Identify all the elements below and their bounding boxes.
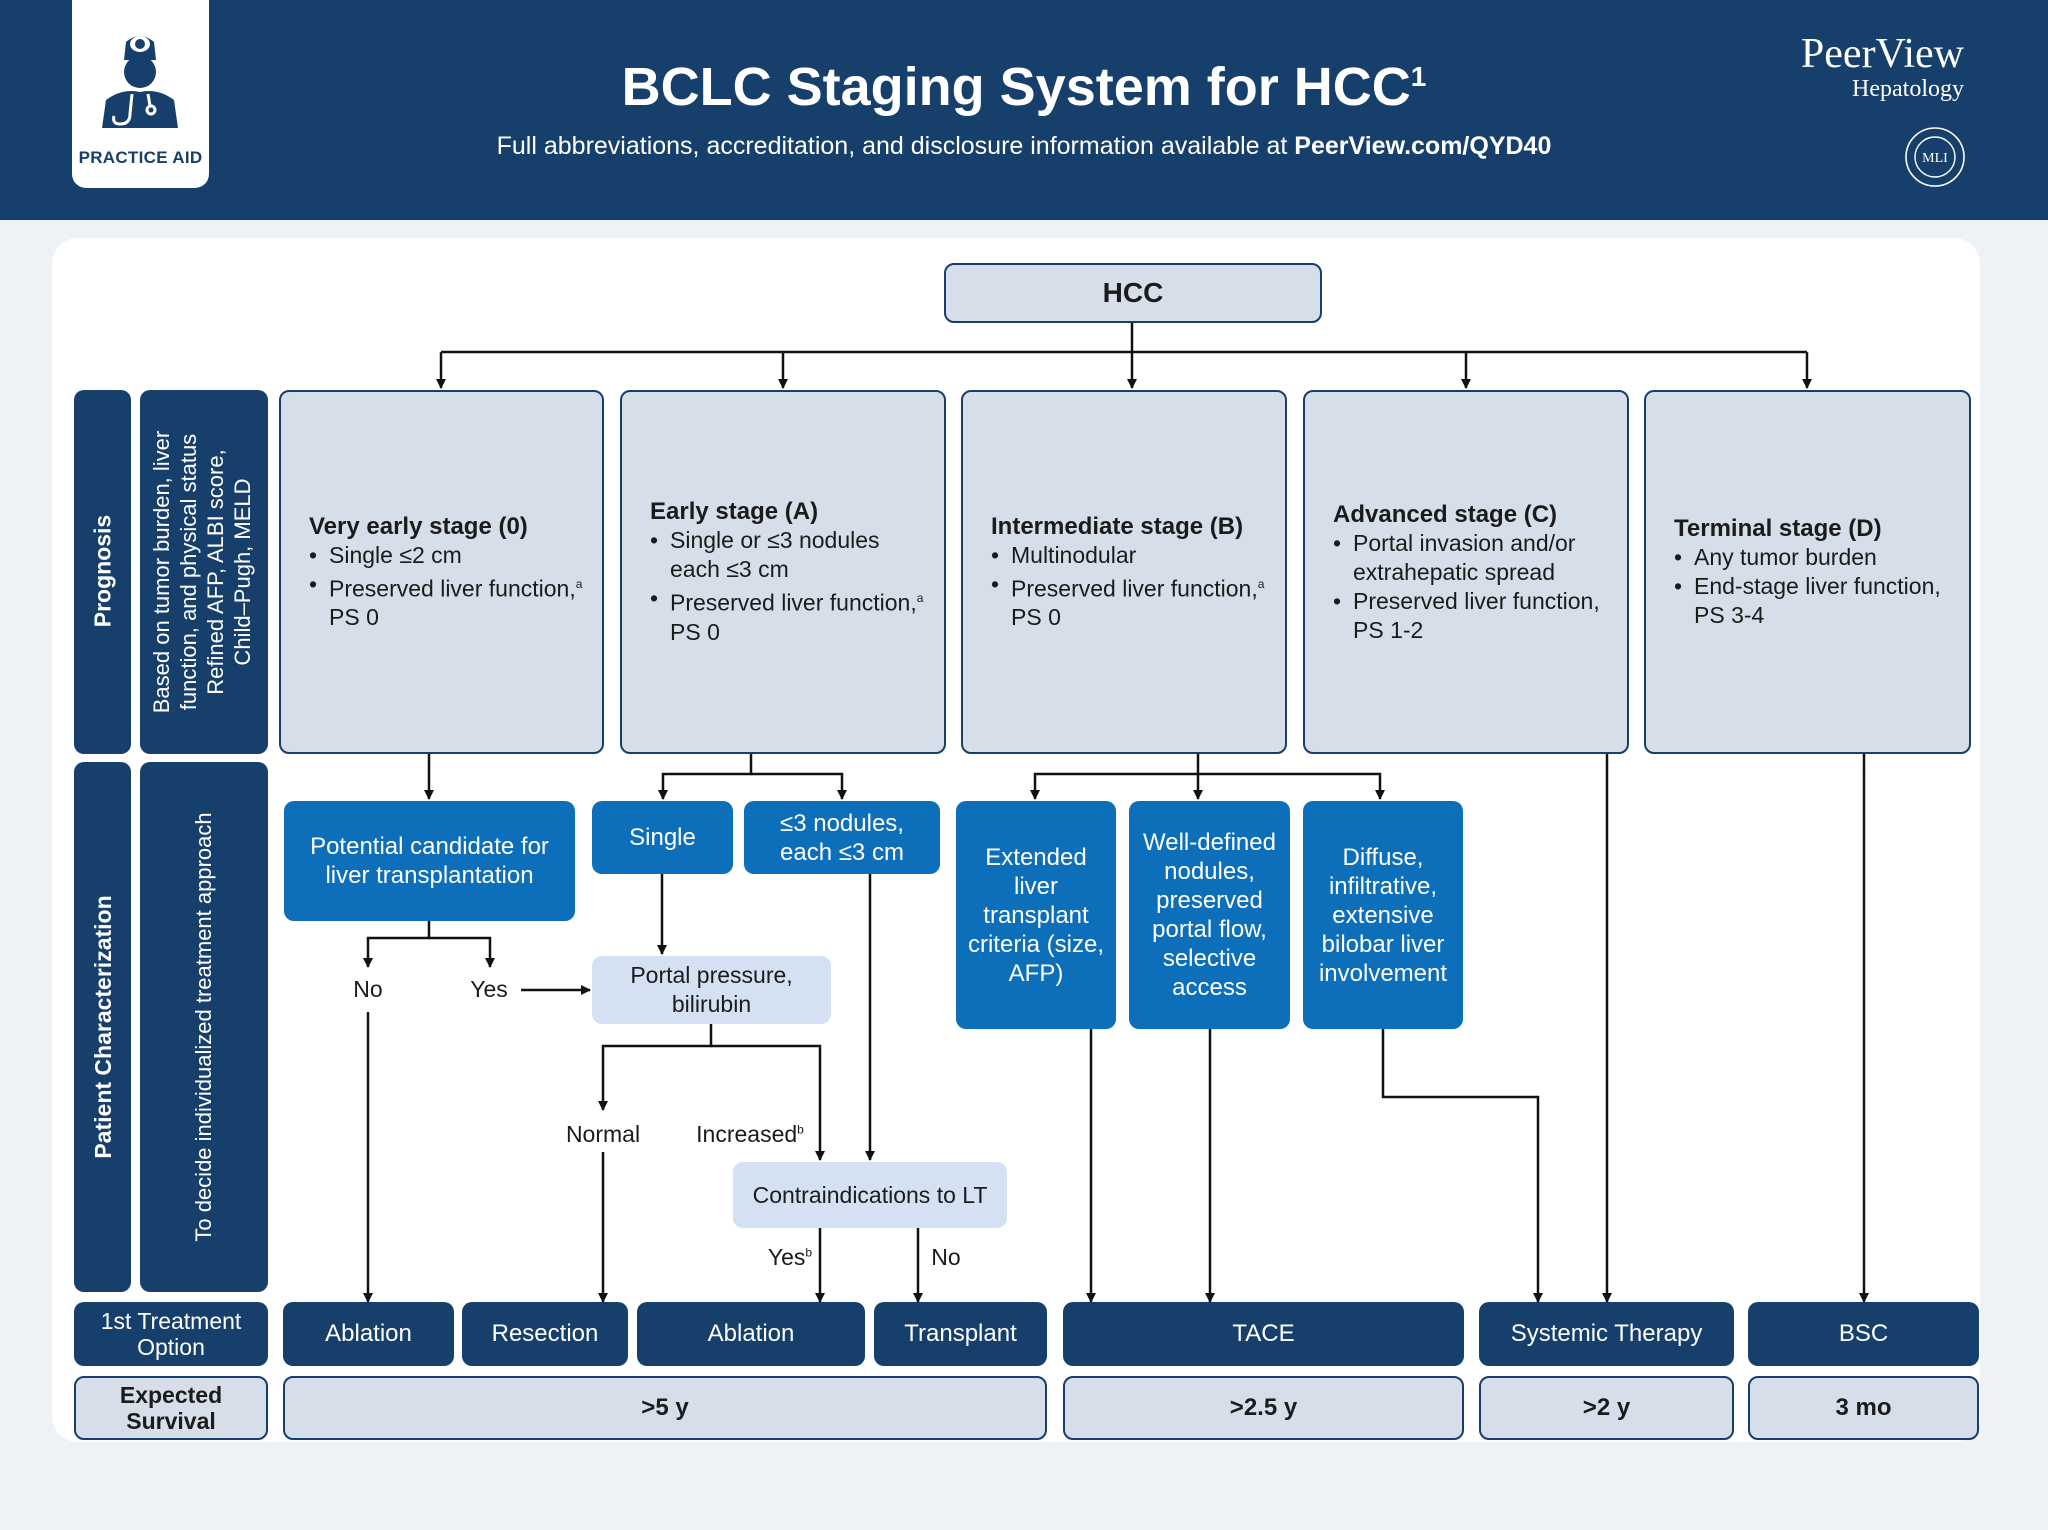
treatment-ablation: Ablation — [637, 1302, 865, 1366]
stage-c-item: Portal invasion and/or extrahepatic spre… — [1333, 529, 1613, 587]
treatment-transplant: Transplant — [874, 1302, 1047, 1366]
node-contraindications: Contraindications to LT — [733, 1162, 1007, 1228]
prognosis-desc: Based on tumor burden, liver function, a… — [149, 430, 255, 714]
mli-seal-icon: MLI — [1905, 127, 1965, 187]
treatment-resection: Resection — [462, 1302, 628, 1366]
label-contra-yes: Yesb — [767, 1244, 813, 1270]
stage-box-advanced: Advanced stage (C) Portal invasion and/o… — [1303, 390, 1629, 754]
characterization-desc-bar: To decide individualized treatment appro… — [140, 762, 268, 1292]
subtitle-link[interactable]: PeerView.com/QYD40 — [1294, 132, 1552, 160]
doctor-icon — [102, 36, 178, 128]
survival-curative: >5 y — [283, 1376, 1047, 1440]
root-node-hcc: HCC — [944, 263, 1322, 323]
prognosis-label: Prognosis — [89, 514, 116, 628]
stage-box-intermediate: Intermediate stage (B) Multinodular Pres… — [961, 390, 1287, 754]
prognosis-label-bar: Prognosis — [74, 390, 131, 754]
stage-d-item: Any tumor burden — [1674, 543, 1955, 572]
stage-box-terminal: Terminal stage (D) Any tumor burden End-… — [1644, 390, 1971, 754]
stage-b-item: Multinodular — [991, 541, 1271, 570]
treatment-bsc: BSC — [1748, 1302, 1979, 1366]
node-transplant-candidate: Potential candidate for liver transplant… — [284, 801, 575, 921]
node-diffuse: Diffuse, infiltrative, extensive bilobar… — [1303, 801, 1463, 1029]
treatment-systemic-therapy: Systemic Therapy — [1479, 1302, 1734, 1366]
survival-bsc: 3 mo — [1748, 1376, 1979, 1440]
page-subtitle: Full abbreviations, accreditation, and d… — [496, 132, 1552, 160]
prognosis-desc-bar: Based on tumor burden, liver function, a… — [140, 390, 268, 754]
survival-systemic: >2 y — [1479, 1376, 1734, 1440]
characterization-label: Patient Characterization — [90, 895, 116, 1159]
stage-d-item: End-stage liver function, PS 3-4 — [1674, 572, 1955, 630]
node-well-defined: Well-defined nodules, preserved portal f… — [1129, 801, 1290, 1029]
stage-a-item: Single or ≤3 nodules each ≤3 cm — [650, 526, 930, 584]
header-banner: PRACTICE AID BCLC Staging System for HCC… — [0, 0, 2048, 220]
brand-logo: PeerView Hepatology — [1800, 31, 1964, 102]
stage-box-very-early: Very early stage (0) Single ≤2 cm Preser… — [279, 390, 604, 754]
node-portal-pressure: Portal pressure, bilirubin — [592, 956, 831, 1024]
treatment-ablation: Ablation — [283, 1302, 454, 1366]
expected-survival-label: Expected Survival — [74, 1376, 268, 1440]
practice-aid-badge: PRACTICE AID — [72, 0, 209, 188]
stage-0-item: Single ≤2 cm — [309, 541, 588, 570]
label-yes: Yes — [470, 976, 508, 1002]
treatment-tace: TACE — [1063, 1302, 1464, 1366]
label-normal: Normal — [565, 1121, 641, 1147]
node-extended-criteria: Extended liver transplant criteria (size… — [956, 801, 1116, 1029]
stage-c-item: Preserved liver function, PS 1-2 — [1333, 587, 1613, 645]
survival-tace: >2.5 y — [1063, 1376, 1464, 1440]
stage-box-early: Early stage (A) Single or ≤3 nodules eac… — [620, 390, 946, 754]
characterization-desc: To decide individualized treatment appro… — [191, 812, 216, 1242]
page-title: BCLC Staging System for HCC1 — [621, 57, 1427, 117]
characterization-label-bar: Patient Characterization — [74, 762, 131, 1292]
badge-label: PRACTICE AID — [78, 148, 203, 167]
svg-text:MLI: MLI — [1922, 151, 1948, 166]
node-single: Single — [592, 801, 733, 874]
stage-b-item: Preserved liver function,aPS 0 — [991, 570, 1271, 633]
label-no: No — [353, 976, 383, 1002]
stage-0-item: Preserved liver function,aPS 0 — [309, 570, 588, 633]
first-treatment-label: 1st Treatment Option — [74, 1302, 268, 1366]
node-three-nodules: ≤3 nodules, each ≤3 cm — [744, 801, 940, 874]
stage-a-item: Preserved liver function,aPS 0 — [650, 584, 930, 647]
label-increased: Increasedb — [696, 1121, 804, 1147]
label-contra-no: No — [931, 1244, 961, 1270]
